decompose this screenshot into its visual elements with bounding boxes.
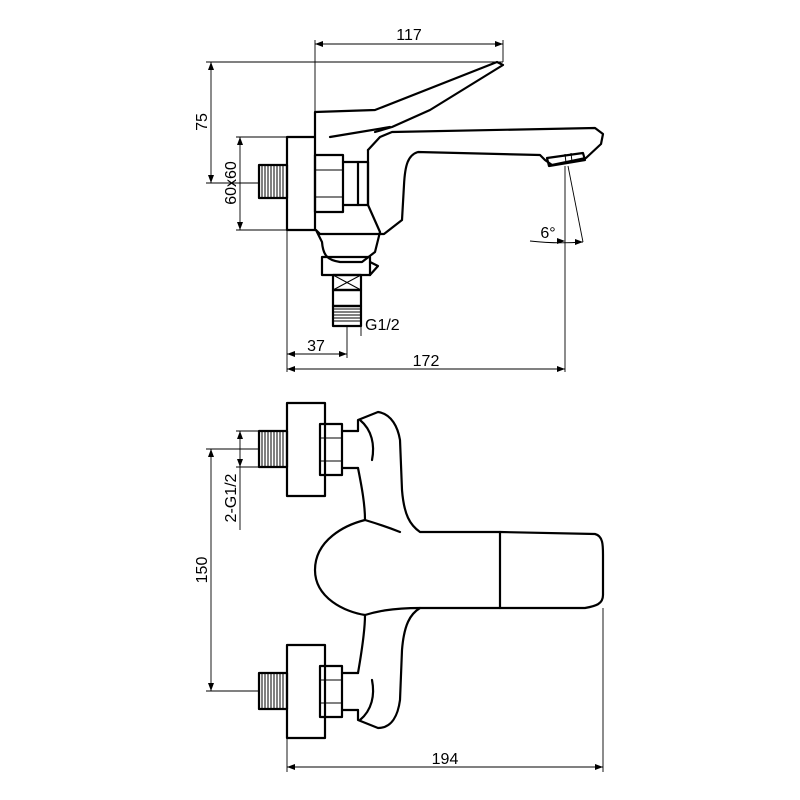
dim-2-g12: 2-G1/2 bbox=[223, 430, 259, 530]
dim-37: 37 bbox=[286, 230, 348, 372]
side-outlet-thread bbox=[331, 304, 363, 328]
dim-6-degrees: 6° bbox=[529, 165, 584, 372]
top-view: 2-G1/2 150 194 bbox=[194, 401, 605, 772]
side-view: 117 75 60x60 6° bbox=[194, 27, 605, 372]
side-diverter bbox=[320, 255, 380, 308]
dim-75: 75 bbox=[194, 61, 503, 184]
dim-label-150: 150 bbox=[194, 557, 211, 584]
side-hex-nut bbox=[313, 153, 370, 214]
dim-172: 172 bbox=[287, 353, 565, 372]
side-lever-handle bbox=[313, 60, 505, 139]
dim-60x60: 60x60 bbox=[223, 136, 287, 231]
dim-label-60x60: 60x60 bbox=[223, 161, 240, 205]
dim-label-37: 37 bbox=[307, 338, 325, 355]
dim-label-75: 75 bbox=[194, 113, 211, 131]
side-body-spout bbox=[314, 126, 605, 264]
top-body bbox=[356, 410, 605, 730]
dim-label-6-degrees: 6° bbox=[540, 225, 555, 242]
side-flange bbox=[285, 135, 317, 232]
dim-117: 117 bbox=[314, 27, 504, 112]
top-upper-inlet bbox=[257, 401, 360, 498]
dim-label-g12: G1/2 bbox=[365, 317, 400, 334]
dim-150: 150 bbox=[194, 448, 259, 692]
side-inlet-thread bbox=[257, 163, 289, 200]
dim-label-2-g12: 2-G1/2 bbox=[223, 473, 240, 522]
dim-label-172: 172 bbox=[413, 353, 440, 370]
dim-label-117: 117 bbox=[396, 27, 422, 44]
top-lower-inlet bbox=[257, 643, 360, 740]
dim-g12: G1/2 bbox=[360, 317, 400, 336]
dim-194: 194 bbox=[286, 608, 604, 772]
dim-label-194: 194 bbox=[432, 751, 459, 768]
